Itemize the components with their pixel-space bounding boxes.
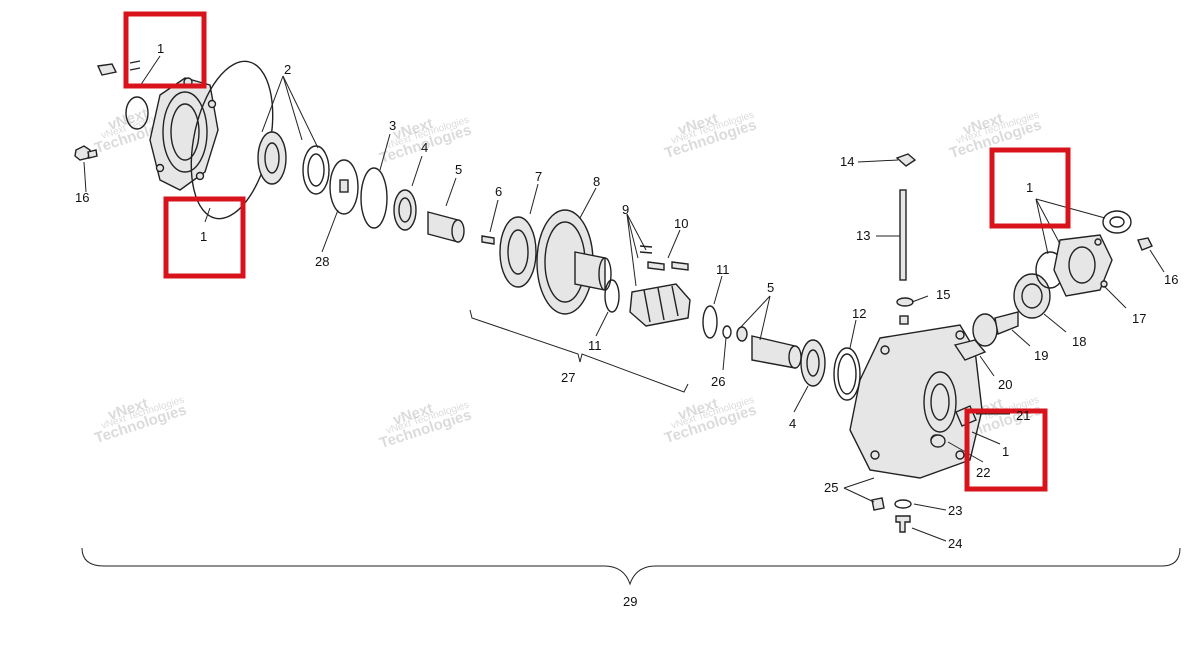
bracket-29 [81, 547, 1181, 586]
part-small-bracket [96, 63, 118, 76]
callout-25: 25 [824, 480, 838, 495]
part-seal-right [1102, 210, 1132, 234]
part-bushing-12 [833, 347, 861, 401]
watermark-6: vNext Technologies vNext Technologies [378, 399, 474, 452]
part-plug-22 [930, 434, 946, 448]
part-washer-26 [722, 325, 732, 339]
callout-17: 17 [1132, 311, 1146, 326]
callout-8: 8 [593, 174, 600, 189]
callout-21: 21 [1016, 408, 1030, 423]
callout-6: 6 [495, 184, 502, 199]
part-bearing-7 [499, 216, 537, 288]
callout-28: 28 [315, 254, 329, 269]
part-o-ring-left [125, 96, 149, 130]
callout-10: 10 [674, 216, 688, 231]
watermark-7: vNext Technologies vNext Technologies [663, 394, 759, 447]
part-left-cover [149, 77, 219, 191]
callout-labels: 1 1 1 1 2 3 4 4 5 5 6 7 8 9 10 11 11 12 … [75, 41, 1178, 609]
highlight-box-top-right [989, 147, 1071, 229]
callout-1-bottom-right: 1 [1002, 444, 1009, 459]
part-spacer-5-right [736, 326, 802, 369]
callout-13: 13 [856, 228, 870, 243]
callout-14: 14 [840, 154, 854, 169]
highlight-box-left [163, 196, 246, 279]
callout-1-top-right: 1 [1026, 180, 1033, 195]
callout-2: 2 [284, 62, 291, 77]
part-bolt-16-right [1137, 237, 1153, 251]
callout-16-right: 16 [1164, 272, 1178, 287]
callout-23: 23 [948, 503, 962, 518]
part-washer-23 [894, 499, 912, 509]
part-rollers-9 [639, 245, 653, 254]
callout-4-right: 4 [789, 416, 796, 431]
callout-22: 22 [976, 465, 990, 480]
part-pin-13 [899, 189, 907, 281]
part-ring-gear-8 [536, 209, 612, 315]
callout-24: 24 [948, 536, 962, 551]
highlight-box-bottom-right [964, 408, 1048, 492]
part-right-cover-17 [1053, 234, 1113, 297]
part-bolt-16-left [74, 145, 98, 161]
part-spacer-5-left [427, 211, 465, 243]
part-pin-6 [481, 235, 495, 245]
callout-1-top-left: 1 [157, 41, 164, 56]
part-cap-14 [895, 153, 917, 167]
callout-5-left: 5 [455, 162, 462, 177]
part-pinion-19 [972, 311, 1019, 347]
callout-11-right: 11 [716, 262, 730, 277]
part-pins-10 [647, 261, 689, 271]
part-seal-left [257, 131, 287, 185]
part-dowel-pins [129, 60, 141, 71]
part-clutch-cage [629, 283, 691, 327]
part-snap-ring-11-right [702, 305, 718, 339]
callout-19: 19 [1034, 348, 1048, 363]
part-bearing-4-right [800, 339, 826, 387]
callout-26: 26 [711, 374, 725, 389]
part-snap-ring-11-left [604, 279, 620, 313]
part-bushing-left [302, 145, 330, 195]
callout-5-right: 5 [767, 280, 774, 295]
part-washer-15 [896, 297, 914, 325]
callout-15: 15 [936, 287, 950, 302]
callout-9: 9 [622, 202, 629, 217]
callout-29: 29 [623, 594, 637, 609]
part-bolt-25 [871, 497, 885, 511]
part-bearing-18 [1013, 273, 1051, 319]
bracket-27 [469, 309, 689, 393]
part-shift-fork-20 [953, 339, 987, 361]
callout-27: 27 [561, 370, 575, 385]
callout-18: 18 [1072, 334, 1086, 349]
callout-7: 7 [535, 169, 542, 184]
callout-20: 20 [998, 377, 1012, 392]
part-gear-housing [849, 324, 983, 479]
part-bearing-4-left [393, 189, 417, 231]
callout-3: 3 [389, 118, 396, 133]
callout-4-left: 4 [421, 140, 428, 155]
part-bolt-24 [895, 515, 911, 533]
callout-1-left: 1 [200, 229, 207, 244]
watermark-3: vNext Technologies vNext Technologies [663, 109, 759, 162]
callout-12: 12 [852, 306, 866, 321]
part-snap-ring-3 [360, 167, 388, 229]
part-thrust-plate-28 [329, 159, 359, 215]
callout-11-left: 11 [588, 338, 602, 353]
watermark-2: vNext Technologies vNext Technologies [378, 114, 474, 167]
callout-16-left: 16 [75, 190, 89, 205]
watermark-5: vNext Technologies vNext Technologies [93, 394, 189, 447]
highlight-box-top-left [123, 11, 207, 89]
